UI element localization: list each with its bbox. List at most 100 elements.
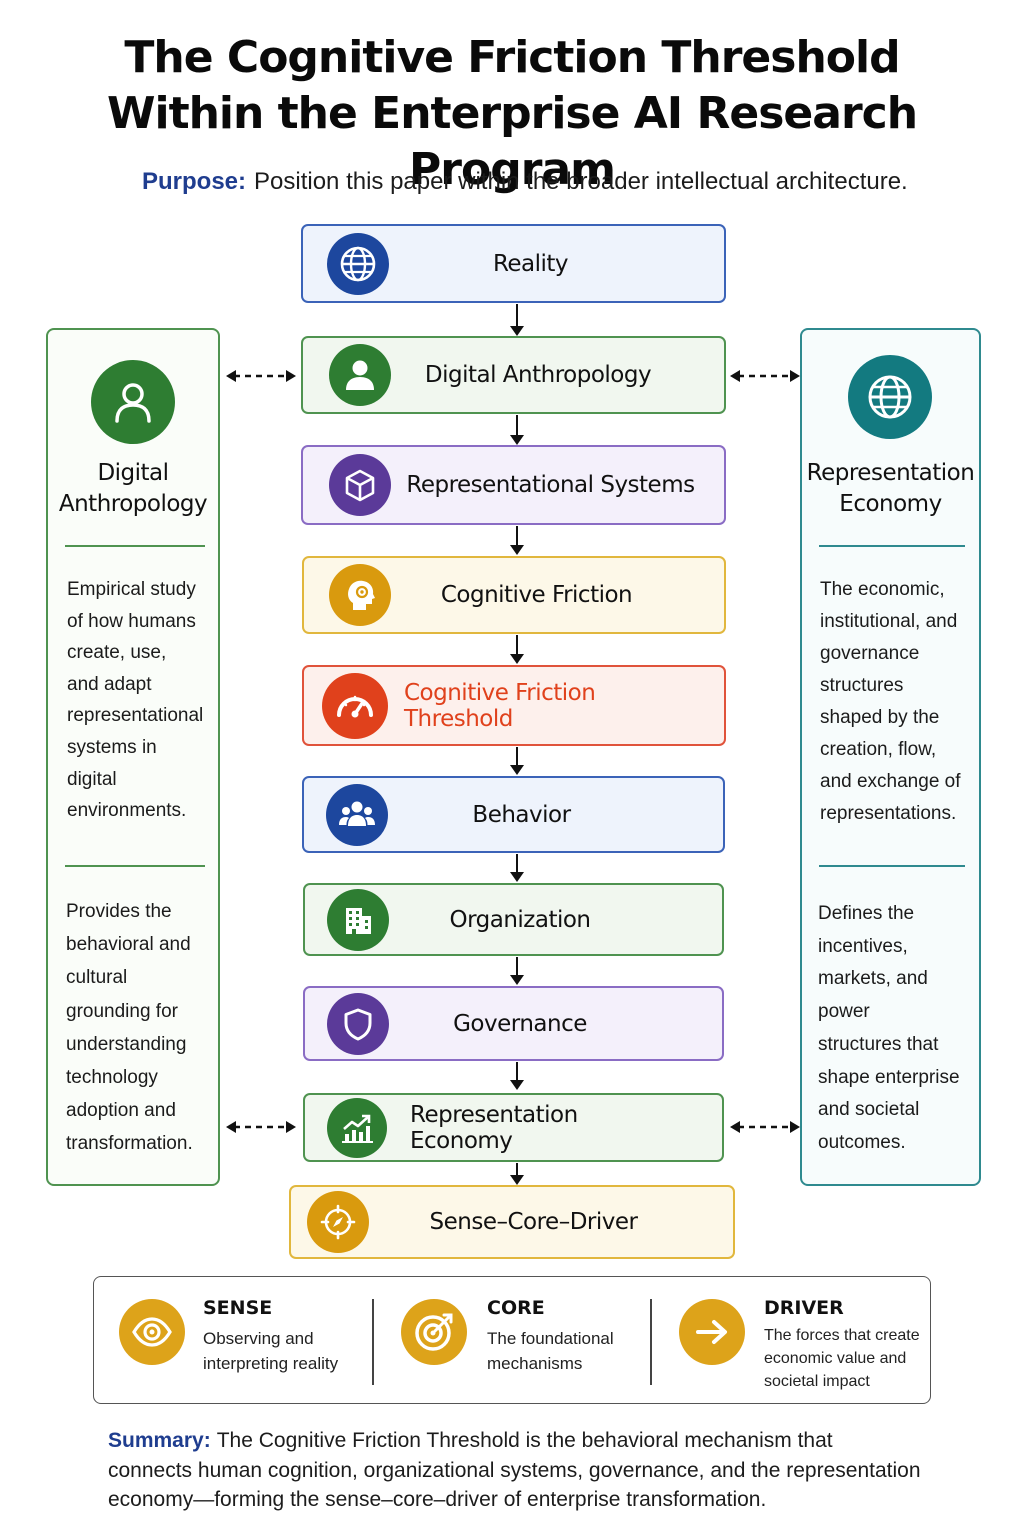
sense-core-driver-legend: SENSE Observing and interpreting reality… <box>93 1276 931 1404</box>
text-line: environments. <box>67 800 187 822</box>
head-icon <box>329 564 391 626</box>
growth-chart-icon <box>327 1097 387 1158</box>
globe-icon <box>327 232 389 295</box>
cube-icon <box>329 454 391 516</box>
legend-description-line: Observing and <box>203 1329 314 1348</box>
legend-name: CORE <box>487 1297 545 1319</box>
text-line: incentives, <box>818 935 908 957</box>
text-line: institutional, and <box>820 611 958 632</box>
purpose-label: Purpose: <box>142 168 247 195</box>
text-line: behavioral and <box>66 934 191 956</box>
legend-item-sense: SENSE Observing and interpreting reality <box>94 1277 372 1403</box>
bidirectional-arrow-icon <box>730 1121 800 1133</box>
eye-icon <box>119 1299 185 1365</box>
target-compass-icon <box>307 1191 369 1253</box>
legend-name: DRIVER <box>764 1297 844 1319</box>
text-line: Empirical study <box>67 579 196 600</box>
summary-text-line-1: The Cognitive Friction Threshold is the … <box>216 1429 833 1452</box>
legend-description-line: economic value and <box>764 1350 907 1367</box>
text-line: create, use, <box>67 642 167 664</box>
text-line: transformation. <box>66 1133 193 1155</box>
text-line: structures <box>820 675 904 696</box>
text-line: power <box>818 1001 870 1023</box>
left-panel-title-line-1: Digital <box>97 460 169 486</box>
flow-node-label: Reality <box>492 250 569 277</box>
legend-description: Observing and interpreting reality <box>203 1326 338 1376</box>
people-icon <box>326 783 388 846</box>
target-icon <box>401 1299 467 1365</box>
left-panel-title-line-2: Anthropology <box>58 491 208 517</box>
arrow-right-icon <box>679 1299 745 1365</box>
flow-arrow <box>510 415 524 445</box>
divider <box>819 865 965 867</box>
summary-text-line-3: economy—forming the sense–core–driver of… <box>108 1488 767 1511</box>
text-line: outcomes. <box>818 1131 906 1153</box>
text-line: technology <box>66 1067 158 1089</box>
bidirectional-arrow-icon <box>226 370 296 382</box>
left-panel-title: Digital Anthropology <box>48 458 218 520</box>
purpose-text: Position this paper within the broader i… <box>254 168 908 195</box>
right-panel-title-line-2: Economy <box>839 491 942 517</box>
summary-text-line-2: connects human cognition, organizational… <box>108 1458 921 1482</box>
text-line: governance <box>820 643 920 664</box>
flow-arrow <box>510 1163 524 1185</box>
right-panel-title-line-1: Representation <box>806 460 975 486</box>
text-line: creation, flow, <box>820 739 937 760</box>
text-line: structures that <box>818 1033 939 1055</box>
summary-statement: Summary:The Cognitive Friction Threshold… <box>108 1426 948 1515</box>
text-line: understanding <box>66 1033 187 1055</box>
right-panel-text-1: The economic, institutional, and governa… <box>820 574 961 830</box>
summary-label: Summary: <box>108 1429 211 1452</box>
flow-node-label: Governance <box>453 1010 587 1037</box>
flow-arrow <box>510 635 524 664</box>
legend-description: The foundational mechanisms <box>487 1326 614 1376</box>
title-line-2: Within the Enterprise AI Research Progra… <box>106 88 918 195</box>
right-panel-title: Representation Economy <box>802 458 979 520</box>
flow-node-organization: Organization <box>303 883 724 956</box>
flow-node-label: Digital Anthropology <box>424 362 652 388</box>
text-line: of how humans <box>67 610 196 632</box>
building-icon <box>327 888 389 951</box>
text-line: Defines the <box>818 903 915 924</box>
flow-node-digital-anthropology: Digital Anthropology <box>301 336 726 414</box>
flow-node-label: Organization <box>449 906 591 933</box>
flow-node-cognitive-friction: Cognitive Friction <box>302 556 726 634</box>
flow-node-representation-economy: Representation Economy <box>303 1093 724 1162</box>
flow-arrow <box>510 854 524 882</box>
divider <box>65 865 205 867</box>
divider <box>819 545 965 547</box>
legend-item-driver: DRIVER The forces that create economic v… <box>652 1277 930 1403</box>
bidirectional-arrow-icon <box>226 1121 296 1133</box>
flow-node-label: Behavior <box>472 801 571 828</box>
globe-icon <box>848 355 932 439</box>
right-panel-representation-economy: Representation Economy The economic, ins… <box>800 328 981 1186</box>
text-line: and adapt <box>67 673 152 695</box>
person-icon <box>91 360 175 444</box>
flow-node-label: Representation Economy <box>410 1101 578 1154</box>
right-panel-text-2: Defines the incentives, markets, and pow… <box>818 898 960 1160</box>
flow-node-label: Representational Systems <box>406 472 695 498</box>
flow-node-label: Cognitive Friction Threshold <box>404 679 596 732</box>
text-line: and societal <box>818 1099 920 1121</box>
flow-node-sense-core-driver: Sense–Core–Driver <box>289 1185 735 1259</box>
text-line: markets, and <box>818 968 928 990</box>
text-line: grounding for <box>66 1000 178 1022</box>
flow-node-representational-systems: Representational Systems <box>301 445 726 525</box>
person-icon <box>329 344 391 406</box>
text-line: shape enterprise <box>818 1066 960 1088</box>
legend-description-line: mechanisms <box>487 1354 583 1373</box>
purpose-statement: Purpose: Position this paper within the b… <box>142 168 908 196</box>
text-line: cultural <box>66 967 128 989</box>
legend-description-line: The forces that create <box>764 1327 920 1344</box>
text-line: Provides the <box>66 901 172 922</box>
gauge-icon <box>322 672 388 739</box>
text-line: The economic, <box>820 579 945 600</box>
legend-description: The forces that create economic value an… <box>764 1324 920 1393</box>
legend-description-line: interpreting reality <box>203 1354 339 1373</box>
legend-name: SENSE <box>203 1297 273 1319</box>
text-line: adoption and <box>66 1100 176 1122</box>
flow-node-cognitive-friction-threshold: Cognitive Friction Threshold <box>302 665 726 746</box>
bidirectional-arrow-icon <box>730 370 800 382</box>
flow-node-governance: Governance <box>303 986 724 1061</box>
flow-arrow <box>510 1062 524 1090</box>
